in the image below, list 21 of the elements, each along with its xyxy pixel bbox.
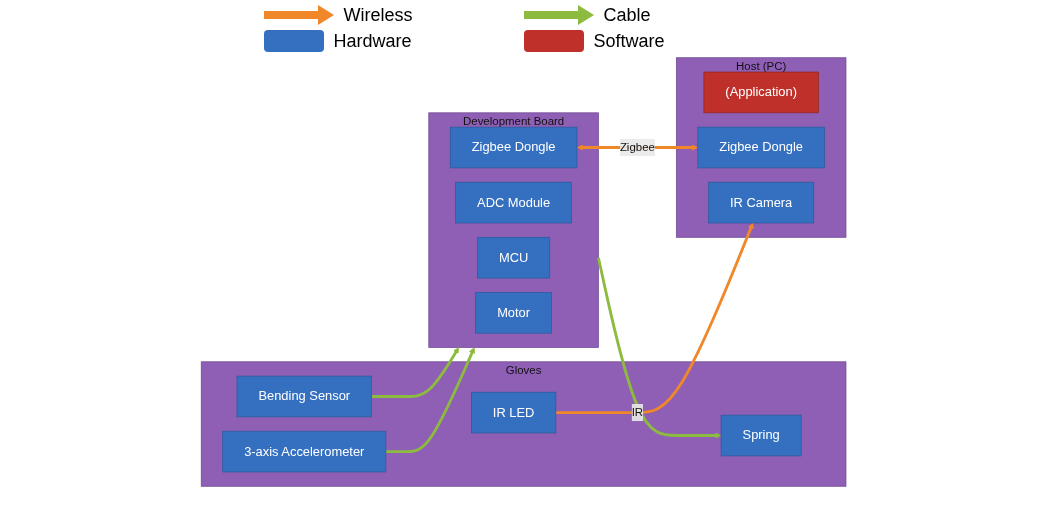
arrow bbox=[555, 222, 754, 414]
node-box: (Application) bbox=[703, 71, 819, 114]
node-box: IR LED bbox=[470, 391, 557, 434]
legend-label: Wireless bbox=[343, 4, 413, 26]
node-box: 3-axis Accelerometer bbox=[222, 430, 387, 473]
node-box: Bending Sensor bbox=[236, 375, 372, 418]
node-box: Zigbee Dongle bbox=[449, 126, 578, 169]
legend-label: Hardware bbox=[333, 30, 412, 52]
arrow bbox=[371, 347, 459, 398]
arrow bbox=[596, 257, 722, 439]
edge-label: Zigbee bbox=[619, 141, 655, 154]
node-box: IR Camera bbox=[708, 181, 814, 224]
node-box: Zigbee Dongle bbox=[697, 126, 825, 169]
edge-label: IR bbox=[631, 406, 644, 419]
node-box: Spring bbox=[720, 414, 802, 457]
node-box: MCU bbox=[477, 236, 550, 279]
node-box: Motor bbox=[475, 292, 552, 334]
legend-label: Software bbox=[593, 30, 665, 52]
node-box: ADC Module bbox=[455, 181, 572, 224]
legend-label: Cable bbox=[603, 4, 651, 26]
arrow bbox=[385, 347, 475, 453]
